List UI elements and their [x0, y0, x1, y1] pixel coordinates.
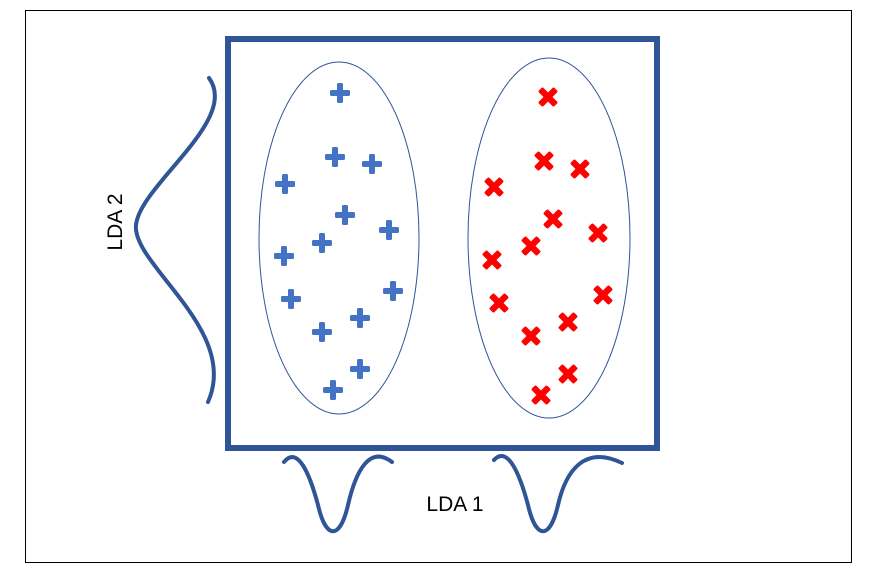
y-axis-label: LDA 2	[104, 193, 127, 250]
cross-marker	[521, 236, 541, 256]
class-b-ellipse	[467, 57, 631, 419]
cross-marker	[543, 209, 563, 229]
cross-marker	[570, 159, 590, 179]
plus-marker	[350, 308, 370, 328]
plus-marker	[362, 154, 382, 174]
plus-marker	[275, 174, 295, 194]
class-a-points	[274, 83, 403, 400]
class-b-points	[482, 87, 613, 405]
plus-marker	[312, 233, 332, 253]
cross-marker	[588, 223, 608, 243]
plus-marker	[330, 83, 350, 103]
cross-marker	[482, 250, 502, 270]
x-axis-label: LDA 1	[426, 493, 483, 516]
cross-marker	[593, 285, 613, 305]
lda1-distribution-curve-a	[282, 454, 394, 534]
plot-box	[225, 36, 660, 451]
plus-marker	[350, 359, 370, 379]
outer-border	[25, 10, 852, 563]
plus-marker	[325, 147, 345, 167]
cross-marker	[531, 385, 551, 405]
plus-marker	[281, 289, 301, 309]
plus-marker	[335, 205, 355, 225]
cross-marker	[534, 151, 554, 171]
cross-marker	[558, 312, 578, 332]
cross-marker	[538, 87, 558, 107]
cross-marker	[484, 177, 504, 197]
lda1-distribution-curve-b	[492, 454, 624, 534]
plus-marker	[383, 281, 403, 301]
plus-marker	[312, 322, 332, 342]
cross-marker	[521, 326, 541, 346]
plus-marker	[274, 246, 294, 266]
class-a-ellipse	[258, 61, 420, 415]
lda2-distribution-curve	[133, 76, 217, 404]
plus-marker	[379, 220, 399, 240]
plus-marker	[323, 380, 343, 400]
cross-marker	[558, 364, 578, 384]
cross-marker	[489, 293, 509, 313]
